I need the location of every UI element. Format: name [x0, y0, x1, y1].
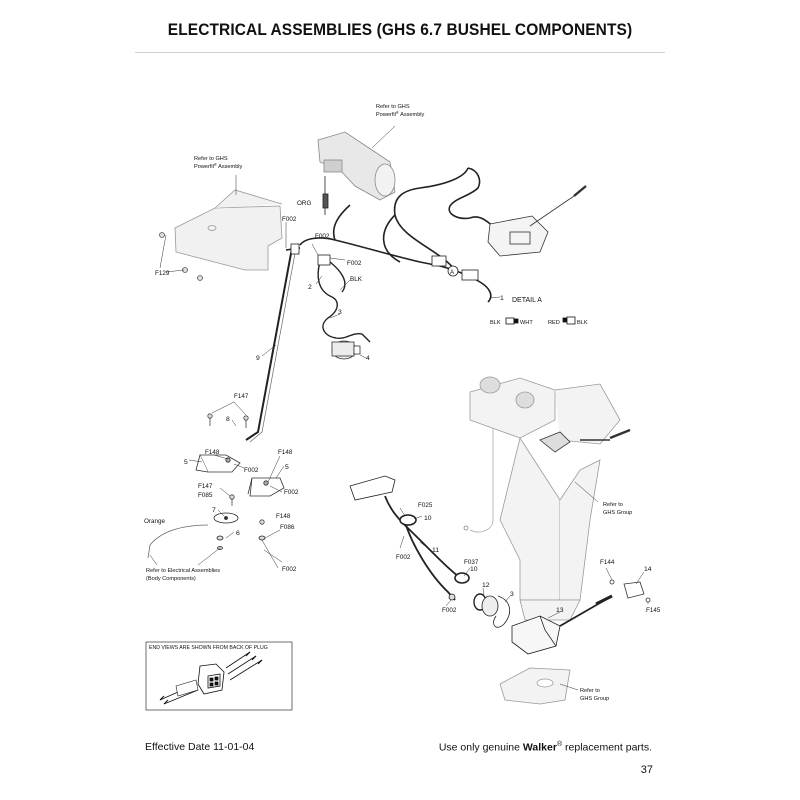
ref-electrical-line1: Refer to Electrical Assemblies [146, 568, 220, 574]
callout-item-6: 6 [236, 530, 240, 537]
clamp-item-10b [454, 572, 470, 584]
relay-item-4 [331, 340, 361, 360]
f129-screws [159, 232, 203, 281]
genuine-parts-note: Use only genuine Walker® replacement par… [438, 741, 652, 754]
callout-f147-b: F147 [198, 483, 213, 490]
ref-top-line1: Refer to GHS [376, 104, 410, 110]
detail-a-circle-letter: A [450, 270, 454, 276]
callout-item-7: 7 [212, 507, 216, 514]
callout-f129: F129 [155, 270, 170, 277]
callout-f085: F085 [198, 492, 213, 499]
f147-screws [207, 413, 265, 525]
callout-item-3b: 3 [510, 591, 514, 598]
relay-harness [317, 261, 371, 343]
item2-connector [317, 254, 331, 266]
leader-lines [149, 125, 649, 691]
wire-label-org: ORG [297, 200, 311, 207]
callout-item-1: 1 [500, 295, 504, 302]
ref-left-line2: Powerfil® Assembly [194, 162, 243, 170]
ref-ghs-group-2-line2: GHS Group [580, 696, 609, 702]
callout-f002-b: F002 [315, 233, 330, 240]
callout-f002-f: F002 [282, 566, 297, 573]
callout-f145: F145 [646, 607, 661, 614]
ref-ghs-group-2-line1: Refer to [580, 688, 600, 694]
callout-f002-g: F002 [396, 554, 411, 561]
callout-f002-e: F002 [284, 489, 299, 496]
callout-f002-h: F002 [442, 607, 457, 614]
callout-item-9: 9 [256, 355, 260, 362]
ref-left-line1: Refer to GHS [194, 156, 228, 162]
clamp-item-10a [399, 514, 417, 526]
page-title: ELECTRICAL ASSEMBLIES (GHS 6.7 BUSHEL CO… [167, 21, 633, 40]
effective-date: Effective Date 11-01-04 [145, 741, 255, 753]
harness-item-11 [349, 475, 459, 601]
powerfil-motor [317, 131, 396, 201]
item1-plug [461, 269, 479, 281]
detail-a-title: DETAIL A [512, 297, 542, 304]
ghs-body-housing [469, 376, 621, 621]
right-switch-assembly [487, 185, 587, 257]
bracket-item-5-left [195, 454, 241, 473]
detail-a-right-red: RED [548, 320, 560, 326]
callout-item-13: 13 [556, 607, 564, 614]
callout-f002-c: F002 [347, 260, 362, 267]
rod-item-9 [245, 243, 300, 443]
callout-item-14: 14 [644, 566, 652, 573]
end-view-plug-icon [159, 651, 263, 705]
callout-item-5b: 5 [285, 464, 289, 471]
ref-ghs-group-1-line2: GHS Group [603, 510, 632, 516]
ref-top-line2: Powerfil® Assembly [376, 110, 425, 118]
end-views-note: END VIEWS ARE SHOWN FROM BACK OF PLUG [149, 645, 268, 651]
ref-electrical-line2: (Body Components) [146, 576, 196, 582]
bracket-item-14 [609, 579, 651, 603]
f002-screw [448, 593, 456, 601]
body-rod [469, 428, 494, 533]
wire-label-orange: Orange [144, 518, 166, 525]
callout-f002-a: F002 [282, 216, 297, 223]
callout-item-2: 2 [308, 284, 312, 291]
callout-f147-a: F147 [234, 393, 249, 400]
callout-item-3: 3 [338, 309, 342, 316]
detail-a-right-blk: BLK [577, 320, 588, 326]
callout-item-4: 4 [366, 355, 370, 362]
lower-bracket-plate [499, 667, 571, 705]
callout-item-11: 11 [432, 547, 439, 554]
main-harness [285, 167, 496, 303]
callout-f148-a: F148 [205, 449, 220, 456]
title-rule [135, 52, 665, 53]
callout-f086: F086 [280, 524, 295, 531]
callout-f148-c: F148 [276, 513, 291, 520]
detail-a-left-wht: WHT [520, 320, 533, 326]
connector-item-12 [473, 593, 511, 628]
mounting-plate [174, 189, 283, 271]
orange-wire [149, 524, 209, 546]
callout-item-10b: 10 [470, 566, 478, 573]
callout-item-5a: 5 [184, 459, 188, 466]
callout-item-12: 12 [482, 582, 490, 589]
body-switch [539, 428, 631, 453]
detail-a-connector-icons [505, 316, 576, 325]
detail-a-left-blk: BLK [490, 320, 501, 326]
ref-ghs-group-1-line1: Refer to [603, 502, 623, 508]
callout-f148-b: F148 [278, 449, 293, 456]
callout-f025: F025 [418, 502, 433, 509]
wire-label-blk: BLK [350, 276, 363, 283]
org-connector [322, 193, 329, 209]
callout-item-10a: 10 [424, 515, 432, 522]
detail-a-connector [431, 255, 447, 267]
callout-f002-d: F002 [244, 467, 259, 474]
callout-item-8: 8 [226, 416, 230, 423]
callout-f037: F037 [464, 559, 479, 566]
bracket-item-5-right [247, 477, 285, 497]
page-number: 37 [640, 764, 653, 776]
switch-box-item-13 [511, 594, 613, 655]
callout-f144: F144 [600, 559, 615, 566]
